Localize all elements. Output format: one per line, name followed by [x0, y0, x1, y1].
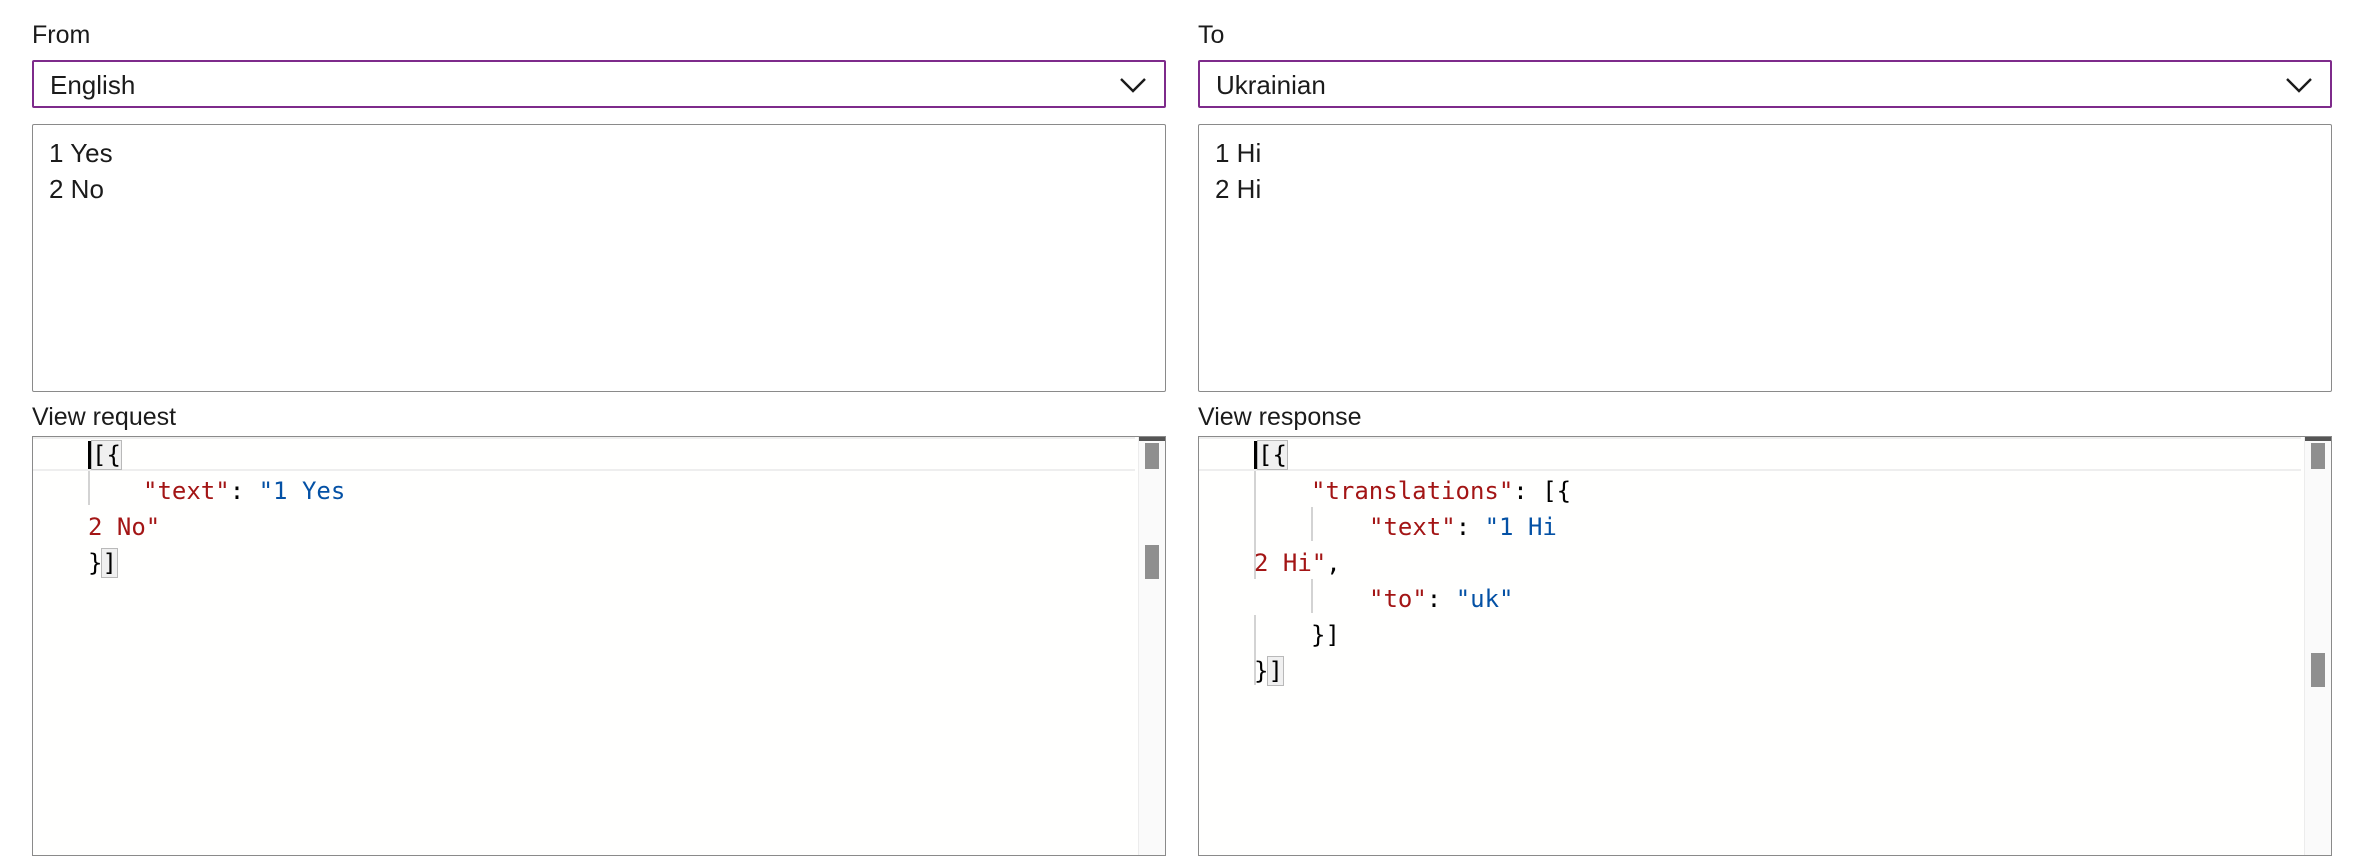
- view-request-label: View request: [32, 403, 177, 431]
- request-code-editor[interactable]: [{ "text": "1 Yes 2 No" }]: [32, 436, 1166, 856]
- indent-guide: [1254, 615, 1256, 685]
- indent-guide: [1254, 471, 1256, 579]
- json-string: "1 Hi: [1484, 513, 1557, 541]
- chevron-down-icon: [1120, 78, 1146, 93]
- code-token: }: [1254, 657, 1269, 685]
- indent-guide: [1311, 507, 1313, 541]
- response-scrollbar[interactable]: [2304, 437, 2331, 855]
- json-key: "translations": [1311, 477, 1514, 505]
- request-scrollbar[interactable]: [1138, 437, 1165, 855]
- indent-guide: [88, 471, 90, 505]
- code-token: :: [1426, 585, 1456, 613]
- from-language-select[interactable]: English: [32, 60, 1166, 108]
- chevron-down-icon: [2286, 78, 2312, 93]
- code-token: }]: [1311, 621, 1340, 649]
- translated-text-output[interactable]: 1 Hi 2 Hi: [1198, 124, 2332, 392]
- from-label: From: [32, 21, 91, 49]
- text-cursor: [1254, 441, 1257, 469]
- translated-line: 1 Hi: [1215, 138, 1262, 168]
- scrollbar-marker: [2311, 653, 2325, 687]
- scrollbar-top-shadow: [1139, 437, 1165, 441]
- scrollbar-marker: [1145, 443, 1159, 469]
- from-language-value: English: [50, 70, 136, 100]
- code-token: : [{: [1513, 477, 1572, 505]
- code-token: [{: [1257, 440, 1288, 470]
- to-label: To: [1198, 21, 1225, 49]
- source-line: 2 No: [49, 174, 104, 204]
- scrollbar-marker: [2311, 443, 2325, 469]
- current-line-highlight: [1199, 437, 2301, 471]
- code-token: ]: [101, 548, 118, 578]
- response-code-editor[interactable]: [{ "translations": [{ "text": "1 Hi 2 Hi…: [1198, 436, 2332, 856]
- to-language-select[interactable]: Ukrainian: [1198, 60, 2332, 108]
- code-token: ]: [1267, 656, 1284, 686]
- json-string-continuation: 2 No": [88, 513, 161, 541]
- indent-guide: [1311, 579, 1313, 613]
- text-cursor: [88, 441, 91, 469]
- json-string: "1 Yes: [258, 477, 346, 505]
- json-key: "to": [1369, 585, 1427, 613]
- scrollbar-top-shadow: [2305, 437, 2331, 441]
- code-token: :: [229, 477, 259, 505]
- json-key: "text": [1369, 513, 1456, 541]
- code-token: [{: [91, 440, 122, 470]
- to-language-value: Ukrainian: [1216, 70, 1326, 100]
- code-token: :: [1455, 513, 1485, 541]
- json-string: "uk": [1455, 585, 1514, 613]
- scrollbar-marker: [1145, 545, 1159, 579]
- code-token: ,: [1326, 549, 1341, 577]
- json-key: "text": [143, 477, 230, 505]
- code-token: }: [88, 549, 103, 577]
- request-code: [{ "text": "1 Yes 2 No" }]: [33, 439, 1133, 583]
- current-line-highlight: [33, 437, 1135, 471]
- source-text-input[interactable]: 1 Yes 2 No: [32, 124, 1166, 392]
- response-code: [{ "translations": [{ "text": "1 Hi 2 Hi…: [1199, 439, 2299, 691]
- view-response-label: View response: [1198, 403, 1362, 431]
- source-line: 1 Yes: [49, 138, 113, 168]
- translated-line: 2 Hi: [1215, 174, 1262, 204]
- json-string-continuation: 2 Hi": [1254, 549, 1327, 577]
